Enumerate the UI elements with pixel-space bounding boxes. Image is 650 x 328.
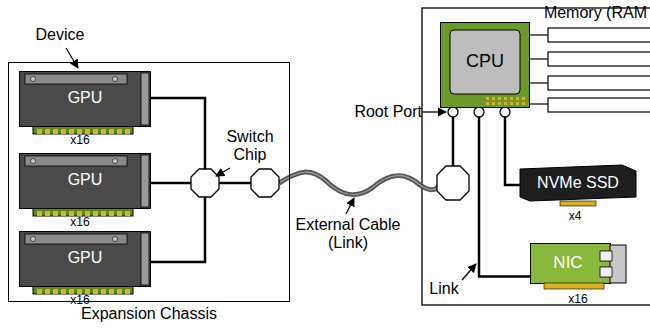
callout-label: Link: [424, 280, 464, 298]
cpu-chip: CPU: [440, 22, 530, 108]
callout-label: Memory (RAM: [540, 4, 647, 22]
switch-chip: [191, 166, 469, 200]
node-label: CPU: [466, 51, 504, 72]
callout-label: Device: [30, 26, 90, 44]
node-label: NVMe SSD: [537, 174, 619, 192]
ram-sticks: [530, 28, 650, 112]
callout-label: External Cable (Link): [290, 216, 406, 253]
lane-width: x16: [60, 294, 100, 308]
node-label: GPU: [68, 171, 103, 189]
expansion-chassis: Expansion ChassisGPUGPUGPU: [8, 62, 290, 302]
lane-width: x4: [560, 210, 590, 224]
nvme-ssd: NVMe SSD: [520, 165, 636, 205]
gpu-card: GPU: [19, 231, 151, 295]
lane-width: x16: [558, 293, 598, 307]
pcie-link: [505, 108, 520, 185]
node-label: GPU: [68, 249, 103, 267]
callout-label: Switch Chip: [222, 128, 278, 165]
callout-label: Root Port: [340, 103, 422, 121]
lane-width: x16: [60, 216, 100, 230]
node-label: NIC: [553, 253, 582, 273]
gpu-card: GPU: [19, 71, 151, 135]
node-label: GPU: [68, 89, 103, 107]
pcie-wires: [150, 98, 453, 262]
external-cable: [279, 172, 439, 195]
lane-width: x16: [60, 134, 100, 148]
chassis-heading: Expansion Chassis: [9, 305, 289, 323]
gpu-card: GPU: [19, 153, 151, 217]
host-box: [422, 8, 650, 305]
nic-card: NIC: [530, 243, 628, 291]
